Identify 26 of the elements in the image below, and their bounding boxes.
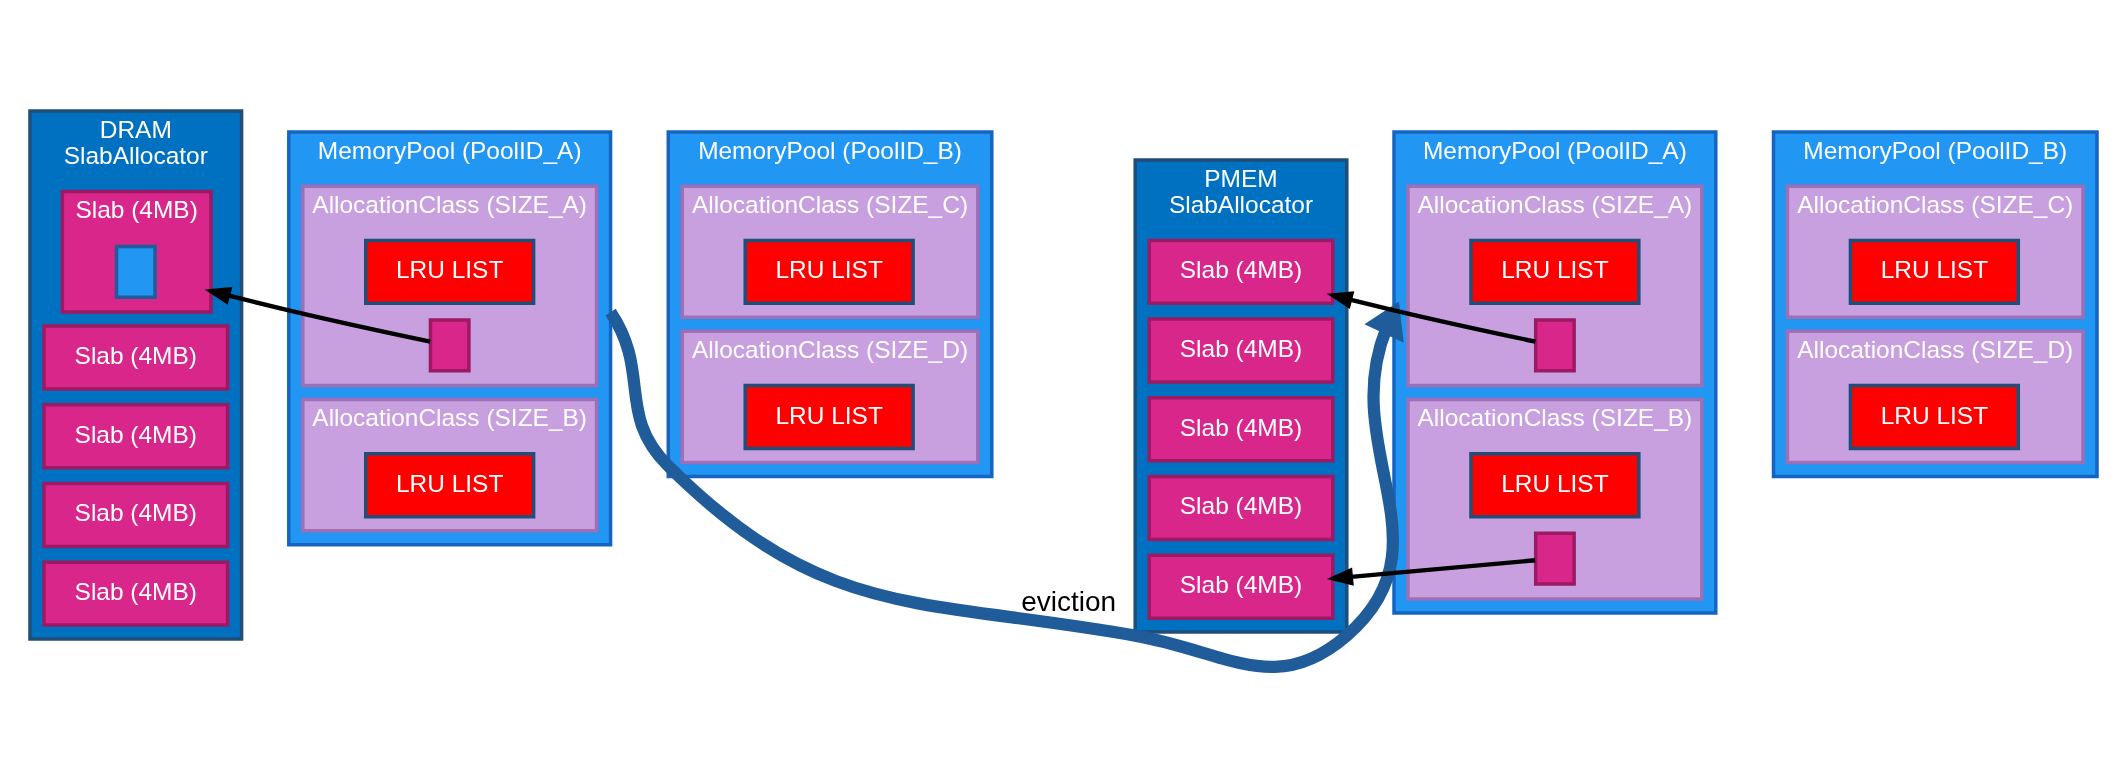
node-box: LRU LIST: [1469, 452, 1641, 519]
edge-label: eviction: [1021, 585, 1117, 617]
cluster: Slab (4MB): [60, 189, 213, 314]
node-box: Slab (4MB): [1147, 238, 1335, 306]
node-box: LRU LIST: [743, 238, 915, 306]
node-box: Slab (4MB): [1147, 396, 1335, 463]
node-box: LRU LIST: [1848, 238, 2021, 306]
node-box: LRU LIST: [1848, 383, 2021, 451]
node-box: Slab (4MB): [42, 560, 230, 627]
node-box: [1533, 531, 1576, 586]
node-box: Slab (4MB): [42, 481, 230, 549]
node-box: Slab (4MB): [1147, 553, 1335, 620]
node-box: Slab (4MB): [42, 324, 230, 391]
node-box: [428, 318, 471, 373]
arrow: [1326, 558, 1536, 586]
node-box: [1533, 318, 1576, 373]
node-box: Slab (4MB): [1147, 317, 1335, 384]
node-box: Slab (4MB): [42, 403, 230, 470]
node-box: LRU LIST: [364, 238, 536, 306]
node-box: Slab (4MB): [1147, 474, 1335, 542]
node-box: LRU LIST: [364, 452, 536, 519]
node-box: LRU LIST: [1469, 238, 1641, 306]
node-box: LRU LIST: [743, 383, 915, 451]
node-box: [114, 244, 157, 299]
arrow: [204, 287, 431, 344]
arrow: [1326, 291, 1536, 344]
